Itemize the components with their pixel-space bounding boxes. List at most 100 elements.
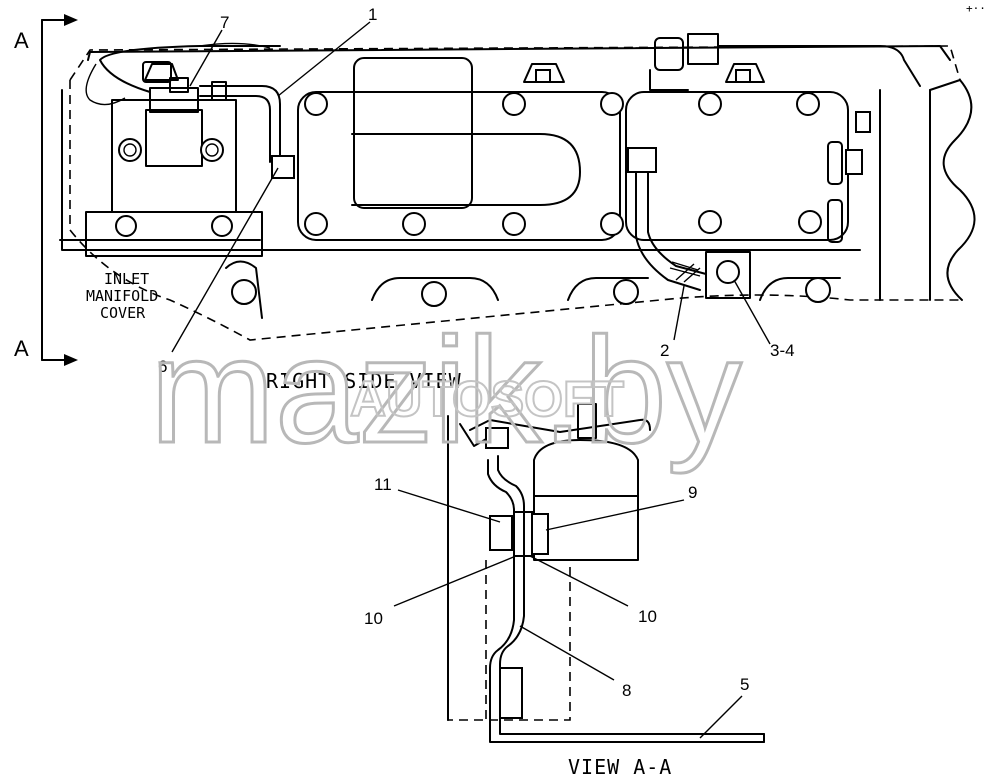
- bracket-outer: [635, 147, 701, 291]
- nut-9-icon: [531, 513, 549, 555]
- wire-twist: [199, 42, 271, 49]
- callout-2: 2: [660, 341, 669, 360]
- fitting-icon: [827, 199, 843, 243]
- bolt-icon: [698, 210, 722, 234]
- bolt-icon: [805, 277, 831, 303]
- inlet-manifold-cover-label: INLET MANIFOLD COVER: [86, 270, 158, 322]
- bolt-icon: [796, 92, 820, 116]
- bolt-icon: [716, 260, 740, 284]
- callout-9: 9: [688, 483, 697, 502]
- hex-nut-icon: [687, 33, 719, 65]
- manifold-port: [759, 277, 841, 301]
- arrow-right-icon: [64, 354, 78, 366]
- engine-outline: [59, 45, 961, 341]
- bolt-icon: [211, 215, 233, 237]
- rocker-cover-left: [297, 57, 624, 241]
- bracket-right-side: [627, 147, 751, 299]
- cover-rib: [351, 133, 581, 206]
- arrow-right-icon: [64, 14, 78, 26]
- view-a-a-caption: VIEW A-A: [568, 755, 672, 779]
- leader-11: [397, 489, 501, 523]
- stud-boss: [225, 260, 263, 319]
- leader-10-left: [393, 555, 517, 607]
- bolt-icon: [502, 212, 526, 236]
- break-top: [929, 79, 961, 91]
- head-lower-edge: [61, 89, 861, 251]
- bolt-11-icon: [489, 515, 513, 551]
- bolt-head-icon: [205, 143, 219, 157]
- break-squiggle: [942, 79, 976, 301]
- nut-icon: [855, 111, 871, 133]
- lift-tab-icon: [725, 63, 765, 83]
- bolt-icon: [200, 138, 224, 162]
- fuel-line: [717, 45, 921, 87]
- bolt-icon: [304, 212, 328, 236]
- wire-loop: [85, 63, 126, 106]
- connector-icon: [142, 61, 172, 83]
- tube-assembly: [199, 81, 295, 179]
- tube-fitting-icon: [271, 155, 295, 179]
- bolt-icon: [231, 279, 257, 305]
- label-line-3: COVER: [100, 304, 146, 322]
- callout-1: 1: [368, 5, 377, 24]
- bolt-icon: [613, 279, 639, 305]
- watermark: mazik.by: [150, 306, 742, 474]
- label-line-2: MANIFOLD: [86, 287, 158, 305]
- callout-3-4: 3-4: [770, 341, 795, 360]
- side-fittings: [827, 111, 871, 243]
- nut-icon: [735, 69, 751, 83]
- washer-10-right-icon: [523, 511, 533, 557]
- leader-8: [519, 625, 615, 681]
- wire-harness: [99, 45, 281, 93]
- bolt-icon: [421, 281, 447, 307]
- tube-outer: [199, 85, 281, 163]
- callout-5: 5: [740, 675, 749, 694]
- clip-block: [705, 251, 751, 299]
- right-side-view-caption: RIGHT SIDE VIEW: [266, 369, 462, 393]
- top-bolt-icon: [485, 427, 509, 449]
- callout-8: 8: [622, 681, 631, 700]
- leader-lines-top: [171, 21, 771, 353]
- lift-tab-icon: [144, 63, 179, 81]
- solenoid-terminal: [577, 403, 597, 439]
- nut-icon: [845, 149, 863, 175]
- leader-5: [699, 695, 743, 739]
- bolt-icon: [798, 210, 822, 234]
- bolt-head-icon: [123, 143, 137, 157]
- break-line: [879, 79, 976, 301]
- bolt-icon: [600, 212, 624, 236]
- inlet-manifold-cover-plate: [85, 42, 281, 257]
- callout-10-right: 10: [638, 607, 657, 626]
- tube-nut-icon: [211, 81, 227, 101]
- head-top-edge: [87, 45, 951, 61]
- leader-7: [189, 29, 223, 87]
- cover-body: [297, 91, 621, 241]
- bracket-8-outer: [487, 459, 765, 743]
- bolt-icon: [600, 92, 624, 116]
- leader-lines-detail: [393, 489, 743, 739]
- fitting-icon: [827, 141, 843, 185]
- bolt-icon: [115, 215, 137, 237]
- leader-10-right: [529, 555, 629, 607]
- wire-end: [459, 423, 489, 447]
- section-marker-a-a: A A: [14, 14, 78, 366]
- bolt-icon: [118, 138, 142, 162]
- washer-10-left-icon: [513, 511, 525, 557]
- bolt-icon: [304, 92, 328, 116]
- manifold-port: [371, 277, 499, 301]
- bolt-icon: [502, 92, 526, 116]
- label-line-1: INLET: [104, 270, 149, 288]
- bracket-inner: [647, 147, 707, 275]
- view-a-a-detail: [447, 403, 765, 743]
- leader-2: [673, 285, 685, 341]
- callout-11: 11: [374, 475, 392, 494]
- hatch-mark: [669, 261, 701, 283]
- section-label-top: A: [14, 28, 29, 53]
- lifting-tabs: [144, 63, 765, 83]
- bolt-icon: [698, 92, 722, 116]
- solenoid-mount-block: [111, 99, 237, 213]
- callout-7: 7: [220, 13, 229, 32]
- leader-6: [171, 167, 279, 353]
